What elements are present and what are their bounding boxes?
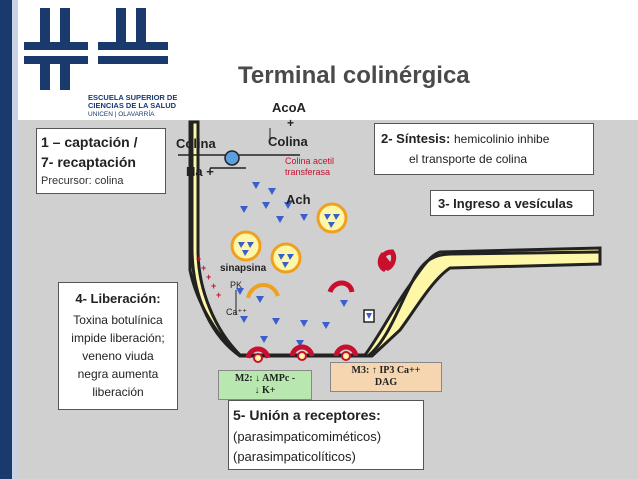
receptor-site-1 <box>253 353 263 363</box>
acoa-label: AcoA <box>272 100 306 115</box>
m3-line1: M3: ↑ IP3 Ca++ <box>351 365 421 376</box>
colina-internal-label: Colina <box>268 134 308 149</box>
step2-text1: hemicolinio inhibe <box>453 132 550 146</box>
docked-vesicle <box>246 283 280 299</box>
terminal-outline <box>190 122 601 358</box>
m2-line1: M2: ↓ AMPc - <box>234 373 296 384</box>
phosphorylation-markers: + + + + + <box>196 254 221 300</box>
receptor-site-2 <box>297 351 307 361</box>
step2-box: 2- Síntesis: hemicolinio inhibe el trans… <box>374 123 594 175</box>
colina-external-label: Colina <box>176 136 216 151</box>
school-logo: ESCUELA SUPERIOR DE CIENCIAS DE LA SALUD… <box>24 8 177 118</box>
pk-label: PK <box>230 280 243 290</box>
calcium-label: Ca⁺⁺ <box>226 307 248 317</box>
step5-title: 5- Unión a receptores: <box>233 407 381 423</box>
receptor-2 <box>289 344 315 357</box>
m3-line2: DAG <box>374 377 398 388</box>
vesicle-2 <box>270 242 302 274</box>
logo-line2: CIENCIAS DE LA SALUD <box>88 101 177 110</box>
logo-line3: UNICEN | OLAVARRÍA <box>88 109 155 118</box>
receptor-head-4 <box>377 252 392 272</box>
step1-text: Precursor: colina <box>41 175 124 187</box>
cross-logo-icon <box>24 8 168 90</box>
step4-box: 4- Liberación: Toxina botulínica impide … <box>58 282 178 410</box>
m3-receptor-box: M3: ↑ IP3 Ca++ DAG <box>330 362 442 392</box>
receptor-ach-icon <box>366 313 372 319</box>
m2-line2: ↓ K+ <box>254 385 276 396</box>
svg-text:+: + <box>206 272 211 282</box>
postsynaptic-receptors <box>245 249 397 359</box>
step5-line1: (parasimpaticomiméticos) <box>233 429 382 444</box>
receptor-1 <box>245 346 271 359</box>
step2-title: 2- Síntesis: <box>381 131 451 146</box>
vesicle-3 <box>316 202 348 234</box>
step5-box: 5- Unión a receptores: (parasimpaticomim… <box>228 400 424 470</box>
svg-text:+: + <box>211 281 216 291</box>
step3-title: 3- Ingreso a vesículas <box>438 196 574 211</box>
logo-line1: ESCUELA SUPERIOR DE <box>88 93 177 102</box>
receptor-site-3 <box>341 351 351 361</box>
step4-line-2: impide liberación; <box>71 331 165 345</box>
step4-line-3: veneno viuda <box>82 349 154 363</box>
svg-text:+: + <box>216 290 221 300</box>
presynaptic-autoreceptor <box>327 280 355 294</box>
terminal-inner-edge <box>312 122 370 262</box>
step4-title: 4- Liberación: <box>75 291 161 306</box>
svg-text:+: + <box>201 263 206 273</box>
step4-line-5: liberación <box>92 385 144 399</box>
left-accent-bar <box>0 0 12 479</box>
ach-label: Ach <box>286 192 311 207</box>
slide-title: Terminal colinérgica <box>238 62 470 89</box>
sodium-label: Na + <box>186 164 214 179</box>
acetylcholine-molecules <box>236 182 348 347</box>
step3-box: 3- Ingreso a vesículas <box>430 190 594 216</box>
m2-receptor-box: M2: ↓ AMPc - ↓ K+ <box>218 370 312 400</box>
plus-label: + <box>287 116 295 130</box>
step2-line1: 2- Síntesis: hemicolinio inhibe <box>381 131 549 146</box>
svg-text:+: + <box>196 254 201 264</box>
left-accent-stripe <box>12 0 18 479</box>
step2-text2: el transporte de colina <box>409 152 528 166</box>
step5-line2: (parasimpaticolíticos) <box>233 449 356 464</box>
sinapsina-label: sinapsina <box>220 263 267 274</box>
step1-box: 1 – captación / 7- recaptación Precursor… <box>36 128 166 194</box>
step1-title-2: 7- recaptación <box>41 154 136 170</box>
choline-transporter-icon <box>224 150 240 166</box>
enzyme-label-1: Colina acetil <box>285 156 335 166</box>
step4-line-1: Toxina botulínica <box>73 313 163 327</box>
enzyme-label-2: transferasa <box>285 167 331 177</box>
step1-title-1: 1 – captación / <box>41 134 138 150</box>
receptor-3 <box>333 344 359 357</box>
vesicle-1 <box>230 230 262 262</box>
step4-line-4: negra aumenta <box>77 367 159 381</box>
